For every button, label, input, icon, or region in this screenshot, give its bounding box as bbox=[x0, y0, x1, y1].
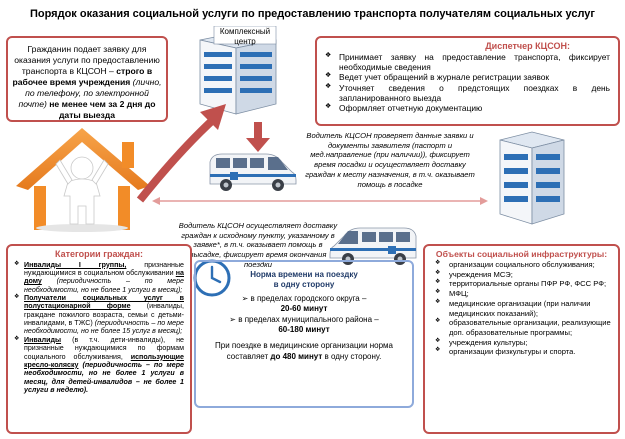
van-icon bbox=[209, 153, 297, 191]
citizen-text-c: (лично, по телефону, по электронной почт… bbox=[18, 77, 162, 109]
time-footer: При поездке в медицинские организации но… bbox=[202, 341, 406, 362]
citizen-text-d: не менее чем за 2 дня до даты выезда bbox=[49, 99, 156, 120]
category-item: Инвалиды I группы, признанные нуждающими… bbox=[14, 261, 184, 294]
time-footer-c: в одну сторону. bbox=[322, 351, 382, 361]
complex-center-building-icon bbox=[199, 26, 277, 115]
dispatcher-item: Уточняет сведения о предстоящих поездках… bbox=[325, 83, 610, 104]
arrow-down-icon bbox=[254, 122, 262, 140]
time-line-2-text: в пределах муниципального района – bbox=[238, 314, 379, 324]
arrow-right-icon bbox=[480, 197, 488, 205]
object-item: организации физкультуры и спорта. bbox=[431, 347, 612, 357]
objects-header: Объекты социальной инфраструктуры: bbox=[435, 249, 608, 259]
category-bold2: на дому bbox=[24, 268, 184, 286]
object-item: учреждения МСЭ; bbox=[431, 270, 612, 280]
time-line-1: ➢ в пределах городского округа – bbox=[241, 293, 367, 303]
citizen-text-b: строго в рабочее время учреждения bbox=[12, 66, 153, 87]
category-text: (инвалиды, граждане пожилого возраста, с… bbox=[24, 302, 184, 328]
time-value-2: 60-180 минут bbox=[278, 324, 330, 334]
dispatcher-list: Принимает заявку на предоставление транс… bbox=[325, 52, 610, 114]
home-person-icon bbox=[16, 128, 150, 232]
category-bold2: использующие кресло-коляску bbox=[24, 352, 184, 369]
van-return-icon bbox=[329, 227, 417, 265]
category-italic: (периодичность – по мере необходимости, … bbox=[24, 277, 184, 294]
destination-building-icon bbox=[499, 131, 565, 225]
time-footer-b: до 480 минут bbox=[270, 351, 323, 361]
category-bold: Инвалиды I группы, bbox=[24, 260, 127, 269]
category-text: (в т.ч. дети-инвалиды), не признанные ну… bbox=[24, 335, 184, 361]
time-header-2: в одну сторону bbox=[273, 280, 335, 290]
citizen-request-box: Гражданин подает заявку для оказания усл… bbox=[6, 36, 168, 122]
time-line-1-text: в пределах городского округа – bbox=[250, 293, 367, 303]
infrastructure-objects-box: Объекты социальной инфраструктуры: орган… bbox=[423, 244, 620, 434]
category-italic: (периодичность – по мере необходимости, … bbox=[24, 319, 184, 336]
citizen-text-a: Гражданин подает заявку для оказания усл… bbox=[14, 44, 160, 76]
object-item: образовательные организации, реализующие… bbox=[431, 318, 612, 337]
category-text: признанные нуждающимися в социальном обс… bbox=[24, 260, 184, 277]
arrow-to-center-icon bbox=[136, 115, 218, 203]
object-item: учреждения культуры; bbox=[431, 338, 612, 348]
dispatcher-header: Диспетчер КЦСОН: bbox=[485, 41, 570, 51]
category-bold: Получатели социальных услуг в полустацио… bbox=[24, 294, 184, 311]
time-header-1: Норма времени на поездку bbox=[250, 270, 358, 279]
object-item: МФЦ; bbox=[431, 289, 612, 299]
dispatcher-item: Оформляет отчетную документацию bbox=[325, 103, 610, 113]
dispatcher-box: Диспетчер КЦСОН: Принимает заявку на пре… bbox=[315, 36, 620, 126]
page-title: Порядок оказания социальной услуги по пр… bbox=[29, 8, 595, 20]
category-item: Получатели социальных услуг в полустацио… bbox=[14, 294, 184, 336]
driver-pickup-note: Водитель КЦСОН проверяет данные заявки и… bbox=[305, 131, 475, 189]
time-value-1: 20-60 минут bbox=[280, 304, 328, 314]
driver-return-note: Водитель КЦСОН осуществляет доставку гра… bbox=[178, 221, 338, 269]
time-footer-a: При поездке в медицинские организации но… bbox=[215, 341, 393, 361]
categories-header: Категории граждан: bbox=[55, 249, 143, 259]
object-item: организации социального обслуживания; bbox=[431, 260, 612, 270]
object-item: медицинские организации (при наличии мед… bbox=[431, 299, 612, 318]
time-norms-box: Норма времени на поездку в одну сторону … bbox=[194, 260, 414, 408]
complex-center-label: Комплексный центр bbox=[219, 27, 271, 46]
time-line-2: ➢ в пределах муниципального района – bbox=[229, 314, 379, 324]
category-italic: (периодичность – по мере необходимости, … bbox=[24, 360, 184, 394]
object-item: территориальные органы ПФР РФ, ФСС РФ; bbox=[431, 279, 612, 289]
dispatcher-item: Ведет учет обращений в журнале регистрац… bbox=[325, 72, 610, 82]
category-bold: Инвалиды bbox=[24, 335, 62, 344]
category-item: Инвалиды (в т.ч. дети-инвалиды), не приз… bbox=[14, 336, 184, 395]
arrow-left-icon bbox=[152, 197, 160, 205]
citizen-categories-box: Категории граждан: Инвалиды I группы, пр… bbox=[6, 244, 192, 434]
dispatcher-item: Принимает заявку на предоставление транс… bbox=[325, 52, 610, 73]
